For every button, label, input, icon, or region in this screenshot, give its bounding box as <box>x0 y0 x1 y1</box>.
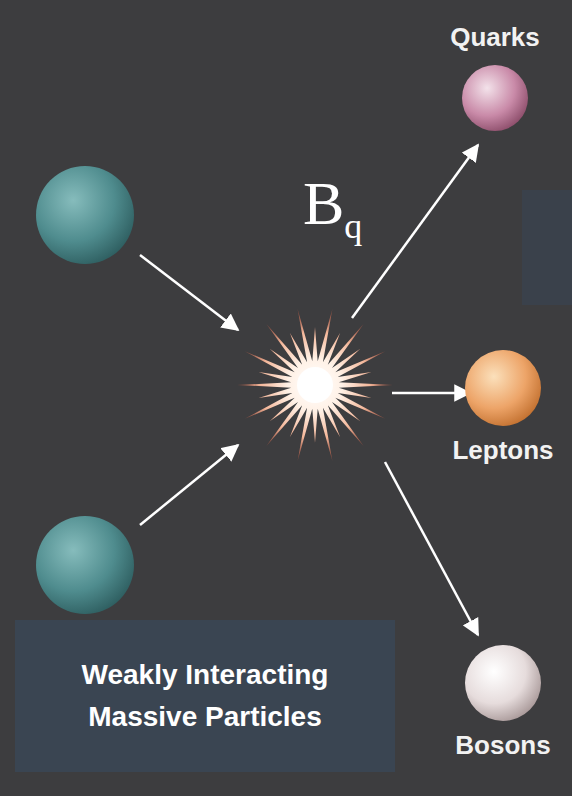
particle-label: Quarks <box>450 22 540 52</box>
symbol-subscript: q <box>344 206 362 246</box>
particle-node: Bosons <box>438 644 568 760</box>
particle-sphere <box>464 644 542 722</box>
particle-node: Leptons <box>438 349 568 465</box>
wimp-sphere <box>36 166 134 264</box>
title-panel: Weakly Interacting Massive Particles <box>15 620 395 772</box>
particle-sphere <box>461 64 529 132</box>
side-panel <box>522 190 572 305</box>
wimp-sphere <box>36 516 134 614</box>
arrows <box>140 145 478 635</box>
symbol-label: Bq <box>303 168 362 239</box>
panel-text: Weakly Interacting Massive Particles <box>74 654 336 738</box>
particle-sphere <box>464 349 542 427</box>
particle-label: Bosons <box>455 730 550 760</box>
collision-burst <box>237 309 393 461</box>
particle-label: Leptons <box>452 435 553 465</box>
symbol-letter: B <box>303 169 344 237</box>
particle-node: Quarks <box>430 22 560 132</box>
